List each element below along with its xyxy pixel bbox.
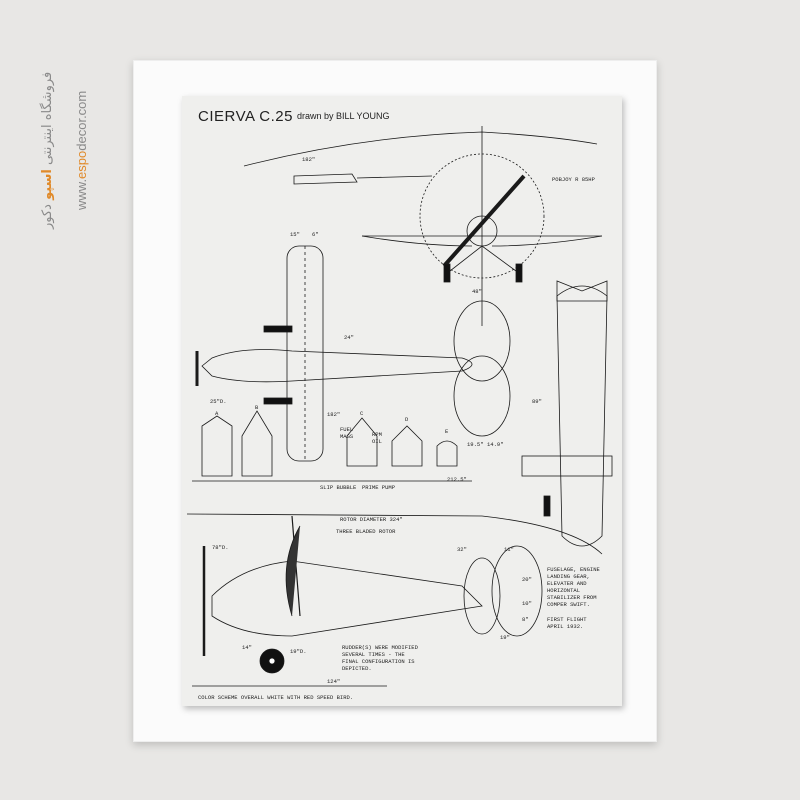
section-letter-a: A (215, 410, 219, 417)
three-bladed-label: THREE BLADED ROTOR (336, 528, 396, 535)
dim-tail-11: 11" (504, 546, 514, 553)
drawing-title: CIERVA C.25 (198, 108, 293, 125)
dim-h8: 8" (522, 616, 529, 623)
fuel-mags-label: FUEL MAGS (340, 426, 354, 440)
fuselage-sections (201, 410, 458, 477)
dim-wheel14: 14" (242, 644, 252, 651)
source-note: FUSELAGE, ENGINE LANDING GEAR, ELEVATER … (547, 566, 600, 608)
section-letter-b: B (255, 404, 259, 411)
section-letter-e: E (445, 428, 449, 435)
prime-pump-label: PRIME PUMP (362, 484, 396, 491)
drawing-byline: drawn by BILL YOUNG (297, 111, 390, 121)
dim-prop: 25"D. (210, 398, 227, 405)
store-watermark: فروشگاه اینترنتی اسپو دکور www.espodecor… (40, 60, 100, 240)
dim-span: 24" (344, 334, 354, 341)
color-scheme-note: COLOR SCHEME OVERALL WHITE WITH RED SPEE… (198, 694, 354, 701)
dim-wing-len: 182" (327, 411, 341, 418)
dim-gear: 48" (472, 288, 482, 295)
dim-prop-side: 78"D. (212, 544, 229, 551)
blueprint-canvas: CIERVA C.25 drawn by BILL YOUNG POBJOY R… (182, 96, 622, 706)
rotor-blade-top (243, 131, 598, 167)
dim-wheel19: 19"D. (290, 648, 307, 655)
slip-bubble-label: SLIP BUBBLE (320, 484, 357, 491)
aircraft-line-drawing (186, 126, 613, 687)
dim-overall: 212.5" (447, 476, 467, 483)
rudder-note: RUDDER(S) WERE MODIFIED SEVERAL TIMES - … (342, 644, 418, 672)
first-flight-note: FIRST FLIGHT APRIL 1932. (547, 616, 587, 630)
dim-wing-top: 15" (290, 231, 300, 238)
dim-h10: 10" (522, 600, 532, 607)
dim-h20: 20" (522, 576, 532, 583)
section-letter-c: C (360, 410, 364, 417)
dim-tail-a: 19.5" (467, 441, 484, 448)
dim-blade: 182" (302, 156, 316, 163)
top-view (192, 245, 511, 482)
side-view (186, 513, 603, 687)
front-view (361, 153, 603, 283)
white-picture-frame: CIERVA C.25 drawn by BILL YOUNG POBJOY R… (133, 60, 657, 742)
store-name-persian: فروشگاه اینترنتی اسپو دکور (40, 71, 55, 229)
dim-tail-32: 32" (457, 546, 467, 553)
store-url: www.espodecor.com (74, 90, 89, 210)
dim-tail-b: 14.9" (487, 441, 504, 448)
dim-height: 89" (532, 398, 542, 405)
section-letter-d: D (405, 416, 409, 423)
dim-w19: 19" (500, 634, 510, 641)
rear-view (521, 280, 613, 547)
dim-wing-top2: 6" (312, 231, 319, 238)
rpm-oil-label: RPM OIL (372, 431, 382, 445)
engine-label: POBJOY R 85HP (552, 176, 595, 183)
dim-len124: 124" (327, 678, 341, 685)
rotor-diameter-label: ROTOR DIAMETER 324" (340, 516, 403, 523)
